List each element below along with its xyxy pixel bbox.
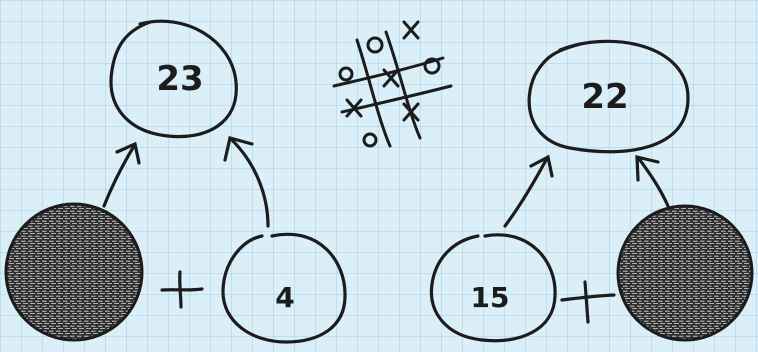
tic-tac-toe-doodle [332, 20, 453, 148]
left-known-addend-value: 4 [275, 281, 295, 314]
left-hidden-to-sum-arrow [102, 141, 141, 208]
left-plus-sign [160, 270, 204, 309]
right-plus-sign [560, 280, 616, 324]
right-known-to-sum-arrow [503, 154, 554, 228]
left-known-addend-circle [221, 232, 347, 344]
left-sum-value: 23 [156, 59, 204, 99]
right-known-addend-circle [429, 233, 557, 343]
left-known-to-sum-arrow [223, 136, 270, 228]
right-sum-circle [527, 39, 690, 154]
right-hidden-addend-circle [616, 204, 754, 342]
right-known-addend-value: 15 [470, 281, 510, 314]
right-sum-value: 22 [581, 77, 629, 117]
left-hidden-addend-circle [4, 202, 144, 342]
right-hidden-to-sum-arrow [635, 154, 670, 208]
left-sum-circle [109, 19, 238, 139]
